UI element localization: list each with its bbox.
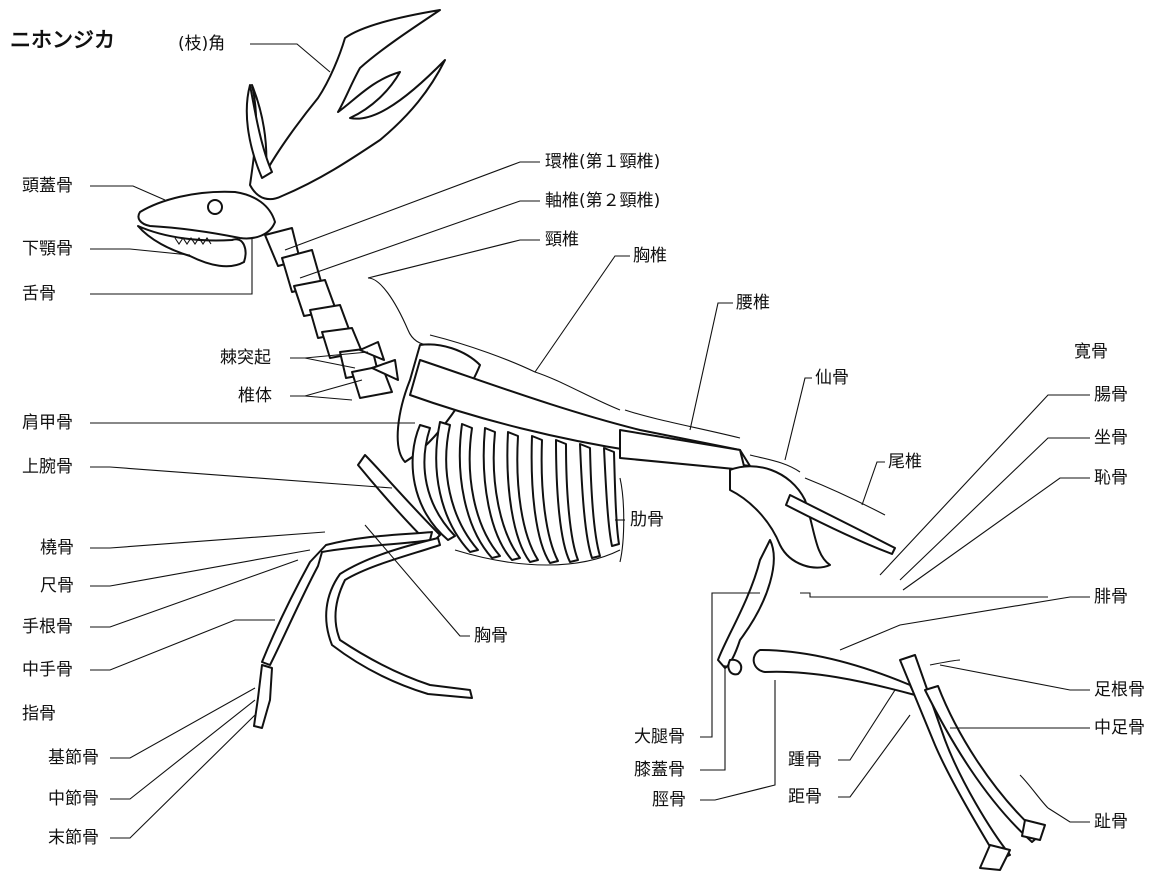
label-middle: 中節骨 [48,789,99,809]
label-ischium: 坐骨 [1094,428,1128,448]
cervical-bracket [368,278,430,345]
label-patella: 膝蓋骨 [634,760,685,780]
label-sacrum: 仙骨 [815,368,849,388]
label-atlas: 環椎(第１頸椎) [545,152,660,172]
cervical-vertebrae [265,228,398,398]
label-body: 椎体 [238,386,272,406]
label-sternum: 胸骨 [474,626,508,646]
lumbar-spine [620,430,745,470]
front-leg-left [326,538,472,698]
patella-shape [728,660,741,675]
label-hip: 寛骨 [1074,342,1108,362]
tibia-shape [754,650,915,695]
page-title: ニホンジカ [10,30,115,50]
label-fibula: 腓骨 [1094,587,1128,607]
label-thoracic: 胸椎 [633,246,667,266]
hoof-hind [980,845,1010,870]
hoof-hind-2 [1022,820,1045,840]
eye-orbit [208,200,222,214]
antler-shape [250,10,445,199]
label-hyoid: 舌骨 [22,284,56,304]
femur-shape [718,540,774,668]
skeleton [138,10,1045,870]
label-metacarpal: 中手骨 [22,660,73,680]
label-ilium: 腸骨 [1094,385,1128,405]
label-cervical: 頸椎 [545,230,579,250]
tarsal-bracket [930,660,960,665]
label-radius: 橈骨 [40,538,74,558]
label-phalanges: 指骨 [22,704,56,724]
toe-bracket [1020,775,1048,808]
label-tarsal: 足根骨 [1094,680,1145,700]
label-calcaneus: 踵骨 [788,750,822,770]
label-scapula: 肩甲骨 [22,413,73,433]
label-pubis: 恥骨 [1094,468,1128,488]
label-metatarsal: 中足骨 [1094,718,1145,738]
label-lumbar: 腰椎 [736,293,770,313]
label-skull: 頭蓋骨 [22,176,73,196]
label-caudal: 尾椎 [888,452,922,472]
label-mandible: 下顎骨 [22,239,73,259]
label-ribs: 肋骨 [630,510,664,530]
label-toes: 趾骨 [1094,812,1128,832]
label-spinous: 棘突起 [220,348,271,368]
skull-shape [138,192,275,239]
label-carpal: 手根骨 [22,617,73,637]
label-antler: (枝)角 [178,34,225,54]
label-axis: 軸椎(第２頸椎) [545,191,660,211]
label-proximal: 基節骨 [48,748,99,768]
front-foot-right [254,665,272,728]
label-femur: 大腿骨 [634,727,685,747]
label-talus: 距骨 [788,787,822,807]
label-distal: 末節骨 [48,828,99,848]
label-humerus: 上腕骨 [22,457,73,477]
metatarsal-hind [900,655,1010,860]
label-tibia: 脛骨 [652,790,686,810]
antler-left-tine [247,85,272,178]
label-ulna: 尺骨 [40,576,74,596]
